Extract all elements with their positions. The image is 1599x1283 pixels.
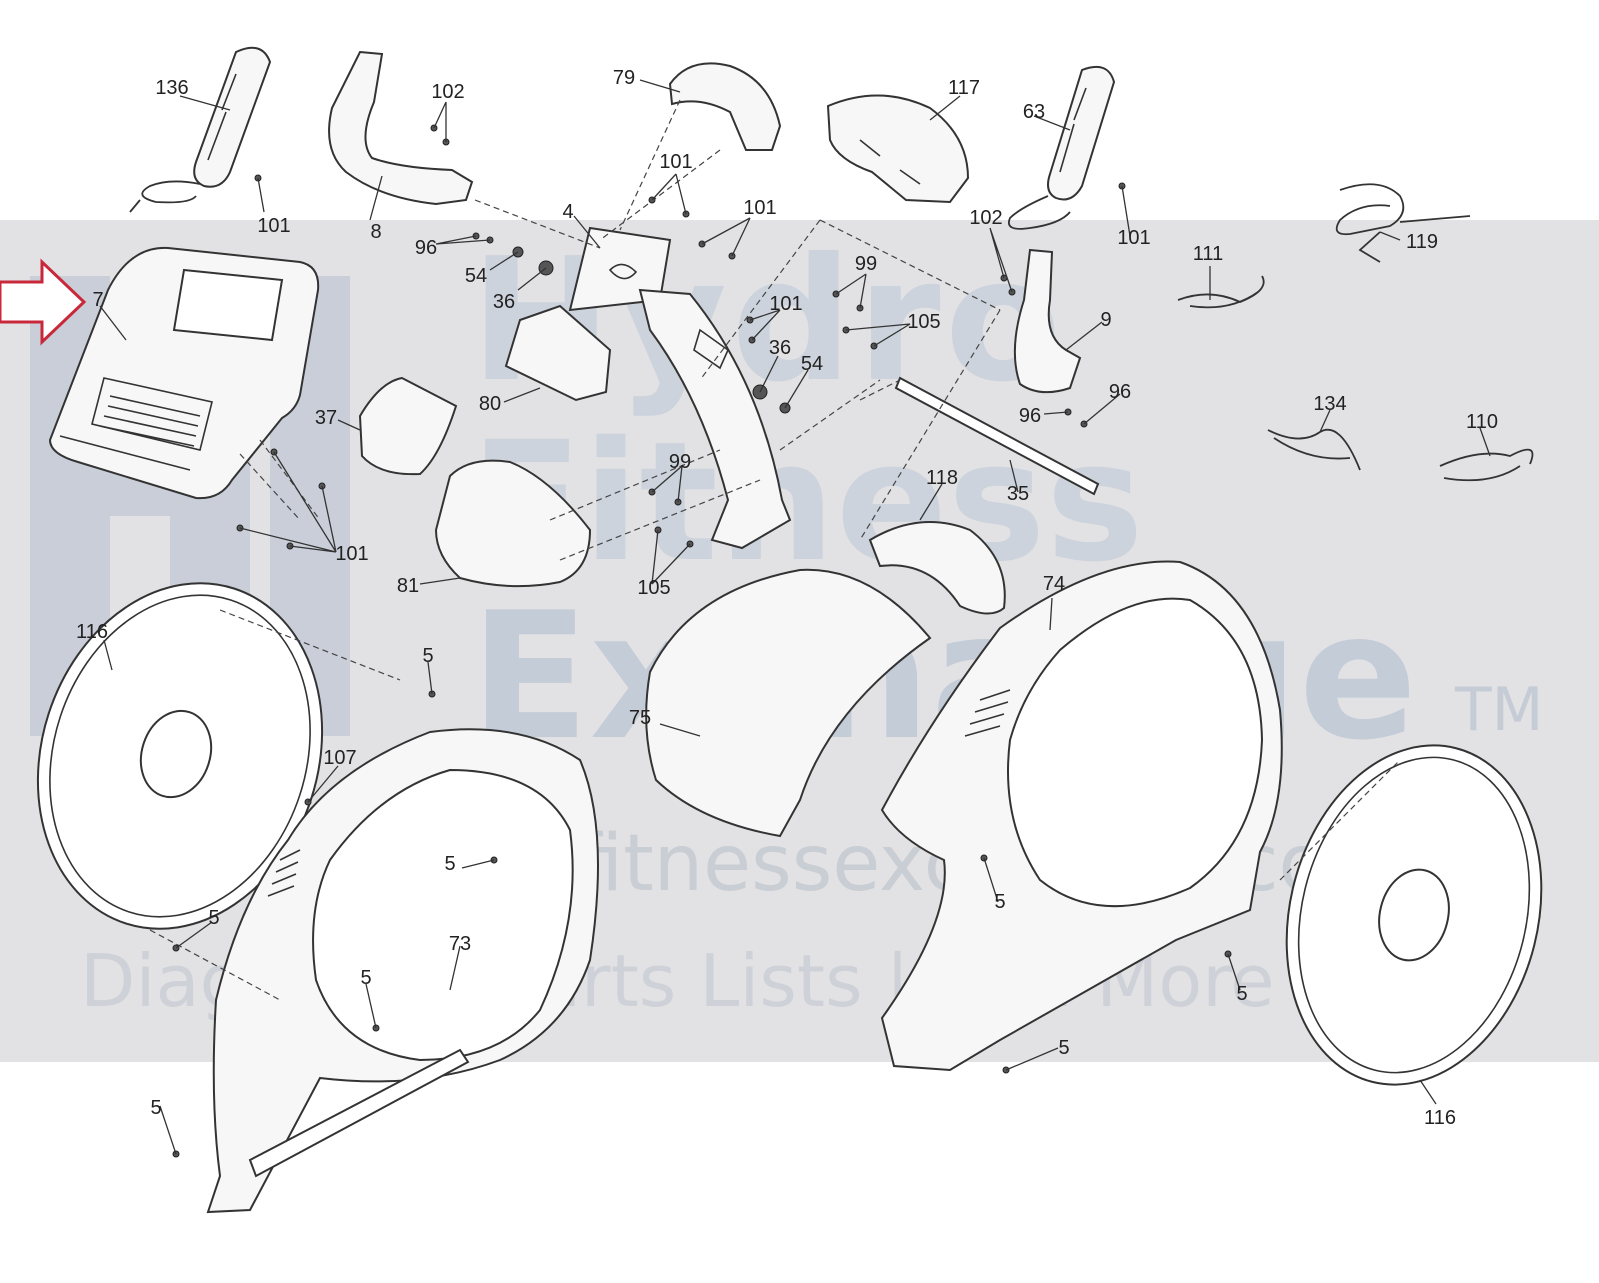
part-label-74: 74	[1042, 573, 1066, 595]
part-label-110: 110	[1466, 411, 1498, 433]
part-label-136: 136	[155, 77, 189, 99]
bracket-cover-part-80	[504, 304, 612, 402]
part-label-54: 54	[464, 265, 488, 287]
power-cord-part-119	[1335, 183, 1471, 263]
part-label-5: 5	[360, 967, 372, 989]
part-label-36: 36	[768, 337, 792, 359]
console-part-7	[48, 246, 320, 500]
side-cover-part-116-left	[36, 582, 324, 930]
part-label-119: 119	[1406, 231, 1438, 253]
part-label-101: 101	[335, 543, 369, 565]
part-81	[434, 459, 592, 588]
left-grip-part-136	[129, 46, 272, 213]
shroud-part-117	[826, 94, 970, 204]
part-label-7: 7	[92, 289, 104, 311]
wire-part-134	[1267, 428, 1361, 471]
part-label-73: 73	[448, 933, 472, 955]
part-label-80: 80	[478, 393, 502, 415]
part-label-101: 101	[743, 197, 777, 219]
part-label-102: 102	[431, 81, 465, 103]
part-label-36: 36	[492, 291, 516, 313]
part-label-5: 5	[1236, 983, 1248, 1005]
part-label-79: 79	[612, 67, 636, 89]
right-grip-part-63	[1008, 66, 1116, 230]
part-label-118: 118	[926, 467, 958, 489]
wire-part-111	[1177, 275, 1265, 309]
part-label-105: 105	[907, 311, 941, 333]
part-label-63: 63	[1022, 101, 1046, 123]
rod-part-35	[894, 376, 1100, 496]
part-label-116: 116	[76, 621, 108, 643]
part-label-8: 8	[370, 221, 382, 243]
part-label-5: 5	[422, 645, 434, 667]
assembly-dashed-lines	[149, 99, 1401, 1001]
part-118	[868, 521, 1006, 615]
part-label-134: 134	[1313, 393, 1347, 415]
part-label-75: 75	[628, 707, 652, 729]
part-label-96: 96	[1018, 405, 1042, 427]
part-label-117: 117	[948, 77, 980, 99]
highlight-arrow	[0, 258, 87, 346]
part-label-5: 5	[1058, 1037, 1070, 1059]
part-label-81: 81	[396, 575, 420, 597]
part-label-101: 101	[1117, 227, 1151, 249]
shroud-part-75	[645, 568, 932, 838]
part-label-37: 37	[314, 407, 338, 429]
side-cover-part-116-right	[1285, 744, 1543, 1086]
part-label-116: 116	[1424, 1107, 1456, 1129]
part-label-5: 5	[444, 853, 456, 875]
part-label-96: 96	[414, 237, 438, 259]
part-label-101: 101	[769, 293, 803, 315]
shroud-part-79	[668, 62, 782, 151]
part-37	[358, 376, 458, 476]
part-label-5: 5	[994, 891, 1006, 913]
part-label-102: 102	[969, 207, 1003, 229]
part-label-105: 105	[637, 577, 671, 599]
part-label-101: 101	[257, 215, 291, 237]
part-label-5: 5	[150, 1097, 162, 1119]
upright-frame	[638, 288, 792, 550]
part-label-101: 101	[659, 151, 693, 173]
left-handlebar-part-8	[328, 50, 474, 206]
watermark-trademark: TM	[1455, 675, 1544, 745]
wire-part-110	[1439, 448, 1534, 482]
part-label-111: 111	[1192, 243, 1224, 265]
left-shroud-part-73	[206, 728, 599, 1214]
part-label-4: 4	[562, 201, 574, 223]
leader-lines	[99, 79, 1491, 1155]
part-label-5: 5	[208, 907, 220, 929]
part-label-99: 99	[668, 451, 692, 473]
right-handlebar-part-9	[1013, 248, 1082, 394]
part-label-99: 99	[854, 253, 878, 275]
part-label-54: 54	[800, 353, 824, 375]
right-shroud-part-74	[880, 560, 1283, 1072]
part-label-107: 107	[323, 747, 357, 769]
part-label-96: 96	[1108, 381, 1132, 403]
part-label-9: 9	[1100, 309, 1112, 331]
part-label-35: 35	[1006, 483, 1030, 505]
